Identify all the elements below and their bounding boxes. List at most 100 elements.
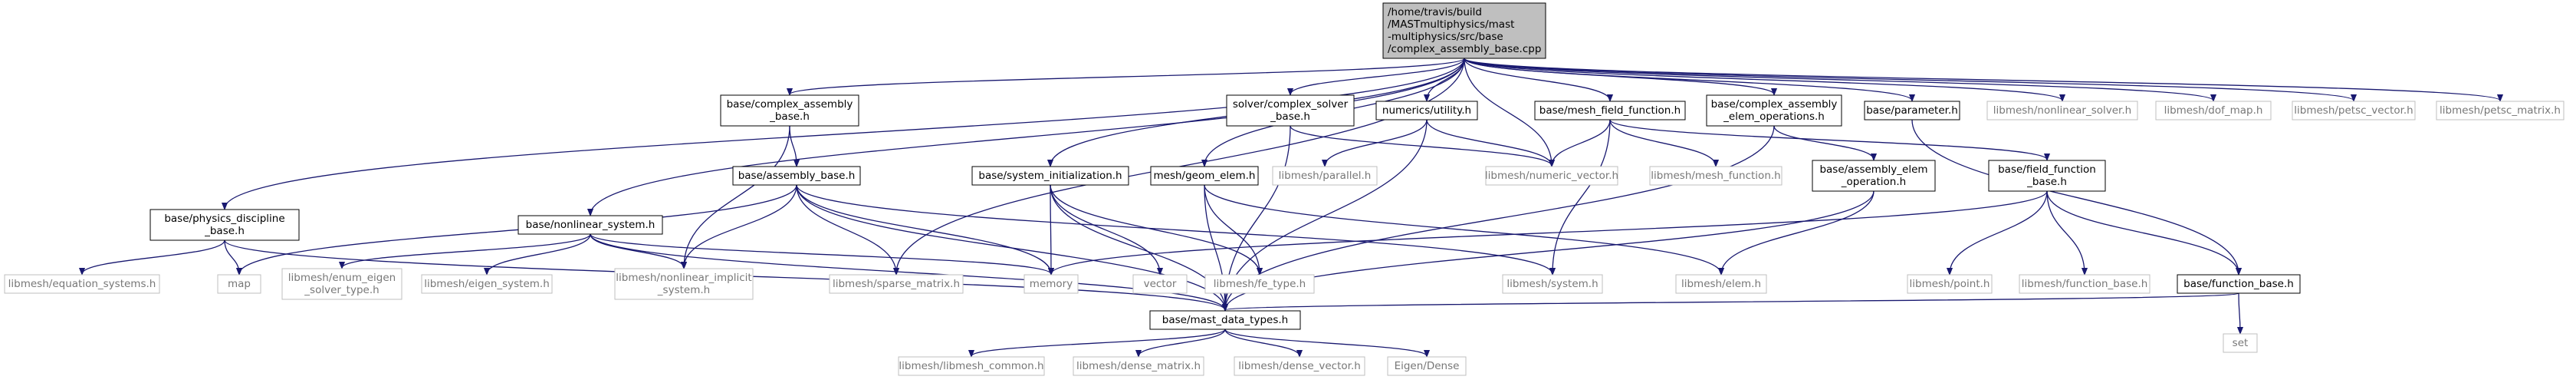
node-label-elem_h: libmesh/elem.h	[1681, 278, 1761, 290]
node-box-assembly_base[interactable]	[732, 166, 861, 186]
node-lm_function_base: libmesh/function_base.h	[2019, 274, 2150, 294]
node-label-point_h: libmesh/point.h	[1910, 278, 1990, 290]
node-nonlinear_system[interactable]: base/nonlinear_system.h	[518, 215, 663, 235]
node-box-map	[217, 274, 261, 294]
node-label-assembly_elem_op: base/assembly_elem	[1819, 163, 1927, 176]
node-elem_h: libmesh/elem.h	[1675, 274, 1767, 294]
node-root[interactable]: /home/travis/build/MASTmultiphysics/mast…	[1382, 2, 1546, 59]
edge-function_base-to-mast_data_types	[1225, 292, 2239, 310]
node-label-parallel: libmesh/parallel.h	[1279, 170, 1372, 182]
node-box-numerics_utility[interactable]	[1375, 101, 1478, 121]
edge-assembly_base-to-sparse_matrix	[796, 184, 896, 274]
node-box-memory	[1024, 274, 1079, 294]
node-box-nonlinear_system[interactable]	[518, 215, 663, 235]
node-box-function_base[interactable]	[2177, 274, 2301, 294]
node-label-system_h: libmesh/system.h	[1506, 278, 1598, 290]
node-label-sparse_matrix: libmesh/sparse_matrix.h	[833, 278, 960, 290]
node-label-dof_map: libmesh/dof_map.h	[2164, 104, 2263, 117]
edge-root-to-solver_complex	[1290, 58, 1465, 94]
node-box-field_function[interactable]	[1988, 160, 2106, 192]
node-box-complex_elem_ops[interactable]	[1706, 94, 1842, 127]
node-assembly_base[interactable]: base/assembly_base.h	[732, 166, 861, 186]
node-label-complex_assembly: base/complex_assembly	[727, 98, 853, 111]
node-dense_matrix: libmesh/dense_matrix.h	[1073, 356, 1204, 376]
node-label-vector: vector	[1144, 278, 1177, 290]
node-box-complex_assembly[interactable]	[720, 94, 859, 127]
node-label-field_function: base/field_function	[1998, 163, 2096, 176]
node-field_function[interactable]: base/field_function_base.h	[1988, 160, 2106, 192]
node-mast_data_types[interactable]: base/mast_data_types.h	[1149, 310, 1301, 330]
node-parameter[interactable]: base/parameter.h	[1864, 101, 1960, 121]
node-box-mesh_field_function[interactable]	[1534, 101, 1686, 121]
node-box-mast_data_types[interactable]	[1149, 310, 1301, 330]
node-label-mast_data_types: base/mast_data_types.h	[1162, 314, 1288, 326]
node-petsc_matrix: libmesh/petsc_matrix.h	[2436, 101, 2564, 121]
node-box-root[interactable]	[1382, 2, 1546, 59]
node-function_base[interactable]: base/function_base.h	[2177, 274, 2301, 294]
edge-numerics_utility-to-parallel	[1325, 119, 1428, 166]
node-box-set	[2223, 333, 2258, 353]
node-label-root: -multiphysics/src/base	[1388, 31, 1503, 43]
node-numerics_utility[interactable]: numerics/utility.h	[1375, 101, 1478, 121]
node-complex_elem_ops[interactable]: base/complex_assembly_elem_operations.h	[1706, 94, 1842, 127]
edge-root-to-mesh_field_function	[1464, 58, 1610, 101]
edge-nonlinear_system-to-eigen_system	[487, 233, 591, 274]
node-eigen_system: libmesh/eigen_system.h	[421, 274, 553, 294]
edge-complex_assembly-to-nonlinear_implicit	[684, 125, 790, 268]
node-box-nonlinear_solver	[1986, 101, 2138, 121]
node-box-equation_systems	[4, 274, 160, 294]
edge-root-to-dof_map	[1464, 58, 2213, 101]
node-assembly_elem_op[interactable]: base/assembly_elem_operation.h	[1812, 160, 1936, 192]
node-dense_vector: libmesh/dense_vector.h	[1234, 356, 1365, 376]
node-equation_systems: libmesh/equation_systems.h	[4, 274, 160, 294]
edge-nonlinear_system-to-nonlinear_implicit	[590, 233, 684, 268]
node-solver_complex[interactable]: solver/complex_solver_base.h	[1226, 94, 1355, 127]
edge-root-to-petsc_matrix	[1464, 58, 2500, 101]
edge-root-to-parameter	[1464, 58, 1912, 101]
edge-assembly_base-to-system_h	[796, 184, 1552, 274]
node-label-complex_assembly: _base.h	[769, 111, 810, 123]
edge-assembly_base-to-nonlinear_implicit	[684, 184, 797, 268]
edge-mesh_field_function-to-system_h	[1552, 119, 1611, 274]
node-label-eigen_system: libmesh/eigen_system.h	[424, 278, 550, 290]
edge-mast_data_types-to-dense_vector	[1224, 329, 1300, 356]
node-dof_map: libmesh/dof_map.h	[2155, 101, 2272, 121]
node-label-complex_elem_ops: base/complex_assembly	[1711, 98, 1838, 111]
edge-parameter-to-function_base	[1911, 119, 2239, 274]
node-box-parameter[interactable]	[1864, 101, 1960, 121]
node-label-system_init: base/system_initialization.h	[978, 170, 1122, 182]
node-box-dense_vector	[1234, 356, 1365, 376]
node-label-memory: memory	[1030, 278, 1073, 290]
node-box-system_init[interactable]	[971, 166, 1129, 186]
edge-nonlinear_system-to-memory	[590, 233, 1051, 274]
node-geom_elem[interactable]: mesh/geom_elem.h	[1150, 166, 1259, 186]
edge-assembly_base-to-mast_data_types	[796, 184, 1225, 310]
node-mesh_field_function[interactable]: base/mesh_field_function.h	[1534, 101, 1686, 121]
node-label-nonlinear_implicit: libmesh/nonlinear_implicit	[616, 272, 751, 284]
node-box-eigen_dense	[1387, 356, 1467, 376]
node-box-elem_h	[1675, 274, 1767, 294]
node-physics[interactable]: base/physics_discipline_base.h	[150, 209, 300, 241]
node-label-lm_function_base: libmesh/function_base.h	[2022, 278, 2148, 290]
edge-field_function-to-lm_function_base	[2046, 190, 2085, 274]
node-box-solver_complex[interactable]	[1226, 94, 1355, 127]
node-label-assembly_elem_op: _operation.h	[1841, 176, 1906, 188]
node-box-vector	[1132, 274, 1188, 294]
node-label-geom_elem: mesh/geom_elem.h	[1154, 170, 1256, 182]
node-system_init[interactable]: base/system_initialization.h	[971, 166, 1129, 186]
node-label-mesh_function: libmesh/mesh_function.h	[1651, 170, 1780, 182]
node-label-root: /home/travis/build	[1388, 6, 1482, 18]
node-box-mesh_function	[1649, 166, 1783, 186]
edge-field_function-to-function_base	[2046, 190, 2239, 274]
node-complex_assembly[interactable]: base/complex_assembly_base.h	[720, 94, 859, 127]
edge-system_init-to-fe_type	[1050, 184, 1260, 274]
node-box-dof_map	[2155, 101, 2272, 121]
edge-root-to-nonlinear_system	[590, 58, 1465, 215]
edge-root-to-nonlinear_solver	[1464, 58, 2062, 101]
node-label-physics: _base.h	[204, 225, 245, 237]
node-box-physics[interactable]	[150, 209, 300, 241]
node-label-nonlinear_solver: libmesh/nonlinear_solver.h	[1993, 104, 2131, 117]
node-box-assembly_elem_op[interactable]	[1812, 160, 1936, 192]
node-box-geom_elem[interactable]	[1150, 166, 1259, 186]
